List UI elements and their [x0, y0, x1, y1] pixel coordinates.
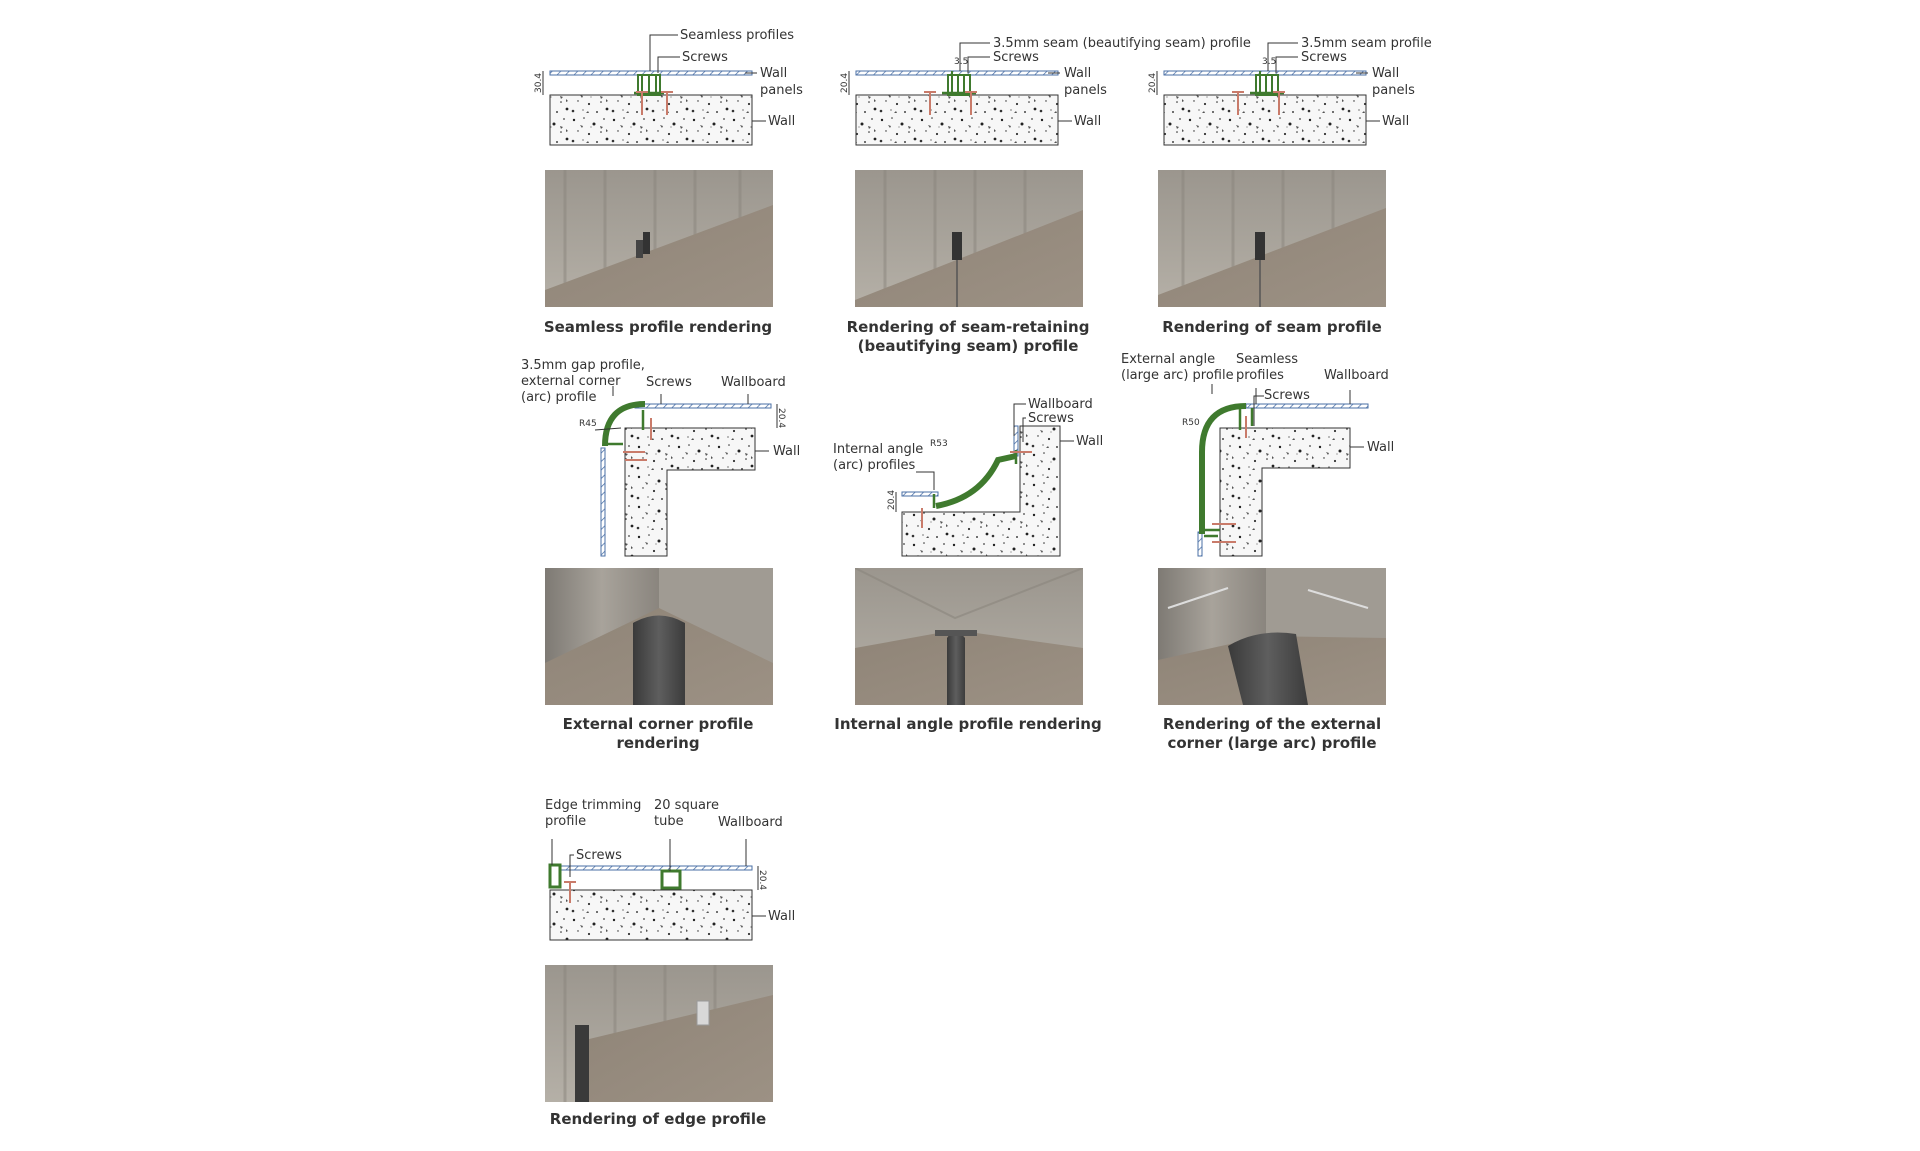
svg-text:Wall: Wall	[1074, 114, 1101, 129]
svg-text:profiles: profiles	[1236, 368, 1284, 383]
svg-text:Wall: Wall	[1367, 440, 1394, 455]
label-wall-panels-2: panels	[760, 83, 803, 98]
svg-text:Wall: Wall	[768, 909, 795, 924]
svg-text:external corner: external corner	[521, 374, 621, 389]
svg-text:Screws: Screws	[576, 848, 622, 863]
seamless-diagram: 30.4 Seamless profiles Screws Wall panel…	[534, 28, 803, 146]
caption-edge: Rendering of edge profile	[549, 1110, 767, 1128]
svg-text:Seamless: Seamless	[1236, 352, 1298, 367]
rendering-internal-angle	[855, 568, 1083, 705]
seam-diagram: 20.4 3.5 3.5mm seam profile Screws Wall …	[1148, 36, 1432, 146]
svg-text:External angle: External angle	[1121, 352, 1215, 367]
svg-text:Internal angle: Internal angle	[833, 442, 923, 457]
edge-trim-profile	[548, 863, 562, 889]
wall-block	[549, 94, 753, 146]
svg-text:Wall: Wall	[773, 444, 800, 459]
large-arc-diagram: R50 External angle (large arc) profile S…	[1121, 352, 1394, 557]
rendering-seam	[1158, 170, 1386, 307]
svg-text:Wallboard: Wallboard	[1324, 368, 1389, 383]
svg-text:Screws: Screws	[646, 375, 692, 390]
svg-text:3.5mm seam profile: 3.5mm seam profile	[1301, 36, 1432, 51]
caption-beautify: Rendering of seam-retaining (beautifying…	[846, 318, 1090, 355]
svg-text:(arc) profiles: (arc) profiles	[833, 458, 916, 473]
svg-text:20 square: 20 square	[654, 798, 719, 813]
internal-angle-diagram: 20.4 R53 Wallboard Screws Wall Internal …	[833, 397, 1103, 557]
gap-label: 3.5	[954, 57, 968, 67]
svg-text:Wall: Wall	[1382, 114, 1409, 129]
svg-text:Edge trimming: Edge trimming	[545, 798, 641, 813]
svg-text:Wallboard: Wallboard	[721, 375, 786, 390]
external-corner-diagram: 20.4 R45 3.5mm gap profile, external cor…	[521, 358, 800, 557]
caption-large-arc: Rendering of the external corner (large …	[1162, 715, 1382, 752]
svg-text:R50: R50	[1182, 418, 1200, 428]
caption-external-corner: External corner profile rendering	[562, 715, 754, 752]
svg-text:20.4: 20.4	[776, 408, 786, 428]
rendering-beautify	[855, 170, 1083, 307]
svg-text:20.4: 20.4	[1148, 73, 1158, 93]
svg-text:Wall: Wall	[1372, 66, 1399, 81]
svg-text:Wall: Wall	[1076, 434, 1103, 449]
label-seamless-profiles: Seamless profiles	[680, 28, 794, 43]
svg-text:Screws: Screws	[993, 50, 1039, 65]
caption-seamless: Seamless profile rendering	[543, 318, 773, 336]
rendering-large-arc	[1158, 568, 1386, 705]
edge-diagram: 20.4 Edge trimming profile 20 square tub…	[545, 798, 795, 941]
svg-text:Screws: Screws	[1028, 411, 1074, 426]
svg-text:Wall: Wall	[1064, 66, 1091, 81]
svg-text:20.4: 20.4	[757, 870, 767, 890]
radius-label: R45	[579, 419, 597, 429]
rendering-edge	[545, 965, 773, 1102]
label-wall-panels: Wall	[760, 66, 787, 81]
svg-text:profile: profile	[545, 814, 586, 829]
svg-text:Wallboard: Wallboard	[718, 815, 783, 830]
svg-text:(large arc) profile: (large arc) profile	[1121, 368, 1234, 383]
label-wall: Wall	[768, 114, 795, 129]
svg-text:Screws: Screws	[1301, 50, 1347, 65]
svg-text:tube: tube	[654, 814, 684, 829]
svg-text:Screws: Screws	[1264, 388, 1310, 403]
svg-text:panels: panels	[1372, 83, 1415, 98]
square-tube	[660, 869, 682, 890]
caption-seam: Rendering of seam profile	[1162, 318, 1382, 336]
svg-text:20.4: 20.4	[840, 73, 850, 93]
screws	[636, 91, 673, 115]
svg-text:Wallboard: Wallboard	[1028, 397, 1093, 412]
svg-text:3.5mm gap profile,: 3.5mm gap profile,	[521, 358, 645, 373]
svg-text:panels: panels	[1064, 83, 1107, 98]
svg-text:(arc) profile: (arc) profile	[521, 390, 597, 405]
caption-internal-angle: Internal angle profile rendering	[834, 715, 1102, 733]
svg-text:R53: R53	[930, 439, 948, 449]
dimension-label: 30.4	[534, 73, 544, 93]
label-seam-profile: 3.5mm seam (beautifying seam) profile	[993, 36, 1251, 51]
rendering-external-corner	[545, 568, 773, 705]
svg-text:20.4: 20.4	[887, 490, 897, 510]
label-screws: Screws	[682, 50, 728, 65]
rendering-seamless	[545, 170, 773, 307]
svg-text:3.5: 3.5	[1262, 57, 1276, 67]
beautify-diagram: 20.4 3.5 3.5mm seam (beautifying seam) p…	[840, 36, 1251, 146]
